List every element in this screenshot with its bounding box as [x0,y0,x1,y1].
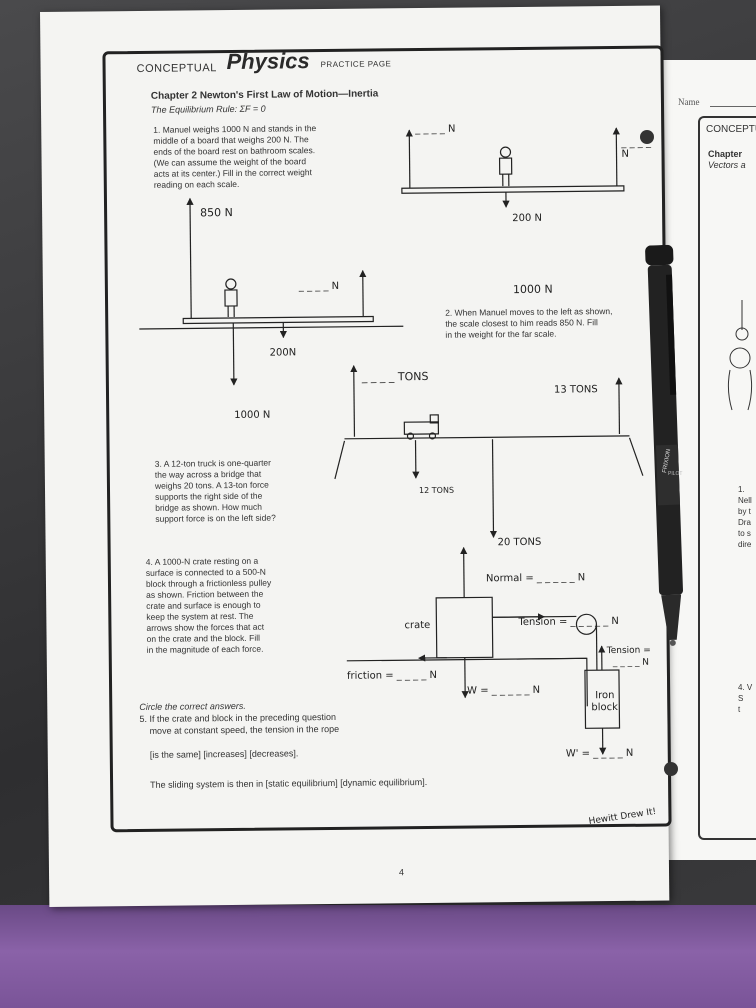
q5-options1[interactable]: [is the same] [increases] [decreases]. [149,748,299,760]
q5-instruction: Circle the correct answers. [139,700,246,712]
q2-manuel-weight: 1000 N [512,282,553,297]
q4-block-label-b: block [591,701,618,714]
q2-left-scale-arrow [186,197,194,319]
name-line [710,106,756,107]
q4-normal: Normal = _ _ _ _ _ N [485,572,586,585]
q3-left-blank: _ _ _ _ TONS [361,369,429,384]
q3-truck [403,414,440,440]
side-chapter: Chapter [708,149,743,159]
q3-bridge-weight: 20 TONS [497,536,542,549]
q3-left-support-arrow [350,365,358,437]
q1-board [401,185,625,194]
q2-manuel-figure [224,278,238,318]
side-frame [698,116,756,840]
q3-bridge [344,435,630,440]
q4-tension-arrow [492,613,546,621]
q5-line2: move at constant speed, the tension in t… [149,723,340,736]
q3-left-down: 1000 N [234,409,271,421]
name-label: Name [678,97,700,107]
q4-normal-arrow [460,546,468,598]
q3-bridge-weight-arrow [489,439,498,538]
q4-crate-label: crate [404,619,431,632]
page-number: 4 [398,867,405,878]
pen [645,244,684,646]
q3-right-support: 13 TONS [553,384,598,396]
q2-right-blank: _ _ _ _ N [298,280,340,293]
q4-tension2a: Tension = [606,645,651,657]
side-brand: CONCEPTU [706,124,756,135]
q2-text: 2. When Manuel moves to the left as show… [445,306,613,340]
q4-friction: friction = _ _ _ _ N [346,669,438,682]
q2-ground [139,325,404,330]
q4-tension1: Tension = _ _ _ _ _ N [518,615,619,629]
q3-right-support-arrow [615,377,623,434]
q4-crate [435,596,494,659]
q1-board-weight: 200 N [512,212,542,225]
q4-weight: W = _ _ _ _ _ N [467,684,541,697]
q2-board [182,315,374,325]
side-vectors: Vectors a [708,160,746,170]
q2-board-weight: 200N [269,347,297,359]
q4-table-edge [516,657,588,707]
q2-left-reading: 850 N [200,205,233,220]
q1-left-scale-arrow [405,129,413,189]
purple-fabric [0,905,756,1008]
pen-sub: PILOT [668,471,683,477]
worksheet-page: CONCEPTUAL Physics PRACTICE PAGE Chapter… [40,5,672,907]
q2-manuel-weight-arrow [230,322,238,386]
q4-tension2b: _ _ _ _ N [612,657,650,669]
q1-right-scale-arrow [612,127,620,186]
q1-manuel-figure [498,146,513,187]
q4-block-label-a: Iron [595,690,615,702]
side-figure-drawing [727,300,753,411]
binder-hole-top [640,130,654,144]
q3-truck-weight: 12 TONS [418,485,455,496]
q1-left-blank: _ _ _ _ N [415,123,456,136]
diagrams [139,127,644,755]
q3-banks [334,437,644,480]
q4-block-weight: W' = _ _ _ _ N [565,747,634,760]
binder-hole-bottom [664,762,678,776]
